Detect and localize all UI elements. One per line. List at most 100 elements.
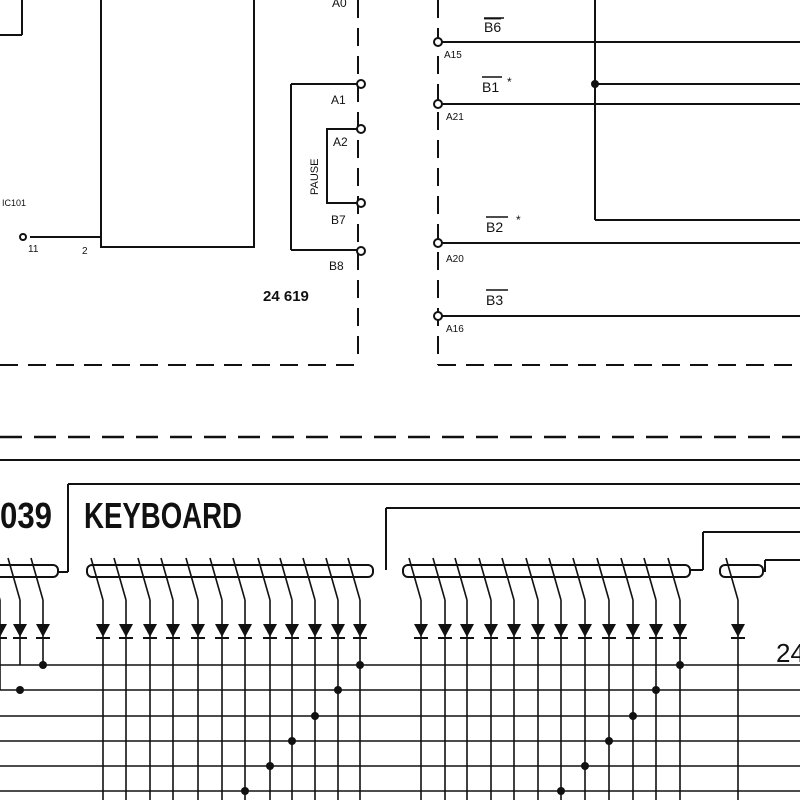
- label-a15: A15: [444, 50, 462, 61]
- pin-a15: [433, 37, 443, 47]
- diode-symbol: [96, 624, 110, 637]
- key-contact: [725, 557, 739, 601]
- junction-dot: [652, 686, 660, 694]
- pin-a2: [356, 124, 366, 134]
- key-contact: [257, 557, 271, 601]
- diode-symbol: [331, 624, 345, 637]
- diode-symbol: [263, 624, 277, 637]
- label-pause: PAUSE: [309, 159, 321, 195]
- label-a1: A1: [331, 93, 346, 107]
- diode-symbol: [507, 624, 521, 637]
- key-contact: [160, 557, 174, 601]
- diode-symbol: [36, 624, 50, 637]
- pin-a21: [433, 99, 443, 109]
- key-contact: [209, 557, 223, 601]
- key-bar: [719, 564, 764, 578]
- diode-symbol: [602, 624, 616, 637]
- key-contact: [454, 557, 468, 601]
- key-contact: [137, 557, 151, 601]
- pin-b7: [356, 198, 366, 208]
- diode-symbol: [166, 624, 180, 637]
- label-b7: B7: [331, 213, 346, 227]
- key-contact: [302, 557, 316, 601]
- diode-symbol: [215, 624, 229, 637]
- keyboard-frame: [0, 459, 800, 573]
- diode-symbol: [673, 624, 687, 637]
- ref-039: 039: [0, 495, 52, 536]
- key-bar: [86, 564, 374, 578]
- key-contact: [113, 557, 127, 601]
- pin-ic101: [19, 233, 27, 241]
- diode-symbol: [438, 624, 452, 637]
- label-ic101: IC101: [2, 198, 26, 208]
- label-b8: B8: [329, 259, 344, 273]
- key-contact: [408, 557, 422, 601]
- key-contact: [501, 557, 515, 601]
- pin-a16: [433, 311, 443, 321]
- pin-b8: [356, 246, 366, 256]
- key-contact: [185, 557, 199, 601]
- label-pin-11: 11: [28, 244, 39, 255]
- label-a16: A16: [446, 324, 464, 335]
- label-a21: A21: [446, 112, 464, 123]
- junction-dot: [16, 686, 24, 694]
- connector-ref: 24 619: [263, 288, 309, 305]
- key-contact: [620, 557, 634, 601]
- junction-dot: [39, 661, 47, 669]
- junction-dot: [557, 787, 565, 795]
- connector-pins-right: [433, 37, 443, 321]
- junction-dot: [629, 712, 637, 720]
- junction-dot: [605, 737, 613, 745]
- diode-symbol: [731, 624, 745, 637]
- key-contact: [90, 557, 104, 601]
- label-b3: B3: [486, 292, 503, 308]
- diode-symbol: [484, 624, 498, 637]
- key-bar: [0, 564, 59, 578]
- diode-symbol: [285, 624, 299, 637]
- label-a0: A0: [332, 0, 347, 10]
- key-contact: [232, 557, 246, 601]
- diode-matrix: [0, 557, 800, 800]
- diode-symbol: [353, 624, 367, 637]
- diode-symbol: [649, 624, 663, 637]
- key-contact: [325, 557, 339, 601]
- diode-symbol: [119, 624, 133, 637]
- junction-dot: [334, 686, 342, 694]
- diode-symbol: [238, 624, 252, 637]
- junction-dot: [311, 712, 319, 720]
- key-contact: [525, 557, 539, 601]
- key-contact: [572, 557, 586, 601]
- ic-block: [100, 0, 255, 248]
- junction-dot: [266, 762, 274, 770]
- diode-symbol: [143, 624, 157, 637]
- label-b1: B1: [482, 79, 499, 95]
- junction-dot: [676, 661, 684, 669]
- diode-symbol: [626, 624, 640, 637]
- junction-dot: [591, 80, 599, 88]
- junction-dot: [288, 737, 296, 745]
- key-contact: [347, 557, 361, 601]
- diode-symbol: [554, 624, 568, 637]
- diode-symbol: [308, 624, 322, 637]
- key-contact: [548, 557, 562, 601]
- key-contact: [432, 557, 446, 601]
- pin-a1: [356, 79, 366, 89]
- diode-symbol: [13, 624, 27, 637]
- upper-right-circuit: [437, 0, 800, 366]
- diode-symbol: [460, 624, 474, 637]
- diode-symbol: [578, 624, 592, 637]
- junction-dot: [241, 787, 249, 795]
- label-b1-star: *: [507, 75, 512, 89]
- key-contact: [7, 557, 21, 601]
- diode-symbol: [414, 624, 428, 637]
- label-b2: B2: [486, 219, 503, 235]
- keyboard-title: KEYBOARD: [84, 495, 242, 536]
- key-contact: [478, 557, 492, 601]
- key-bar: [402, 564, 691, 578]
- label-pin-2: 2: [82, 246, 88, 257]
- label-b2-star: *: [516, 213, 521, 227]
- label-a20: A20: [446, 254, 464, 265]
- key-contact: [30, 557, 44, 601]
- key-contact: [279, 557, 293, 601]
